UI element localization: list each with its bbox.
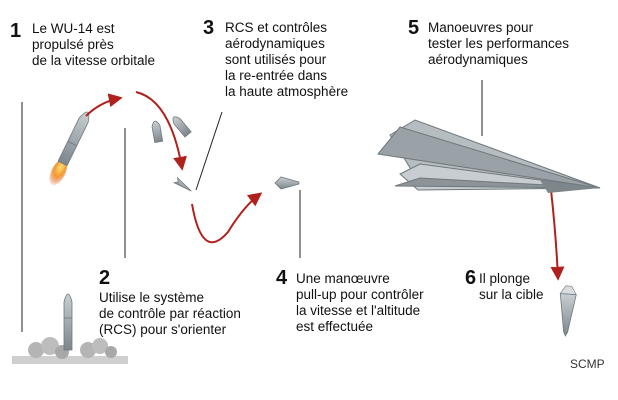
step-3-line-1: RCS et contrôles — [225, 20, 328, 35]
callout-lines — [21, 80, 483, 332]
trajectory-ascent — [85, 93, 123, 117]
step-4-number: 4 — [276, 267, 288, 289]
trajectory — [85, 91, 565, 281]
step-4-line-3: la vitesse et l'altitude — [296, 303, 421, 318]
source-credit: SCMP — [570, 357, 605, 371]
step-4-line-2: pull-up pour contrôler — [296, 287, 424, 302]
step-5-line-2: tester les performances — [428, 36, 570, 51]
callout-line-3 — [195, 111, 223, 191]
trajectory-dive — [550, 189, 565, 281]
step-5-line-3: aérodynamiques — [428, 52, 528, 67]
separated-stages — [151, 116, 192, 144]
step-6-line-1: Il plonge — [479, 271, 531, 286]
step-3-line-5: la haute atmosphère — [225, 84, 349, 99]
step-6-number: 6 — [465, 267, 477, 289]
ascending-rocket — [49, 111, 90, 186]
step-4-line-4: est effectuée — [296, 319, 374, 334]
step-2-line-1: Utilise le système — [99, 290, 205, 305]
step-3-line-2: aérodynamiques — [225, 36, 325, 51]
trajectory-pullup — [191, 192, 263, 244]
step-2-line-3: (RCS) pour s'orienter — [99, 322, 227, 337]
step-5-number: 5 — [408, 17, 420, 39]
launch-smoke — [12, 337, 128, 364]
hypersonic-glide-vehicle — [377, 119, 601, 193]
glider-reentry — [172, 176, 192, 192]
glider-pullup — [274, 176, 300, 190]
step-3-line-3: sont utilisés pour — [225, 52, 327, 67]
step-2-number: 2 — [99, 267, 111, 289]
step-2-line-2: de contrôle par réaction — [99, 306, 241, 321]
step-1-line-1: Le WU-14 est — [32, 21, 115, 36]
step-3-number: 3 — [203, 17, 215, 39]
step-4-line-1: Une manœuvre — [296, 271, 390, 286]
step-3-line-4: la re-entrée dans — [225, 68, 328, 83]
trajectory-reentry — [135, 91, 187, 171]
step-1-line-3: de la vitesse orbitale — [32, 53, 156, 68]
step-6-line-2: sur la cible — [479, 287, 544, 302]
step-1-line-2: propulsé près — [32, 37, 114, 52]
step-1-number: 1 — [10, 20, 22, 42]
diving-vehicle — [559, 285, 577, 337]
rocket-on-pad — [63, 293, 73, 351]
step-5-line-1: Manoeuvres pour — [428, 20, 534, 35]
